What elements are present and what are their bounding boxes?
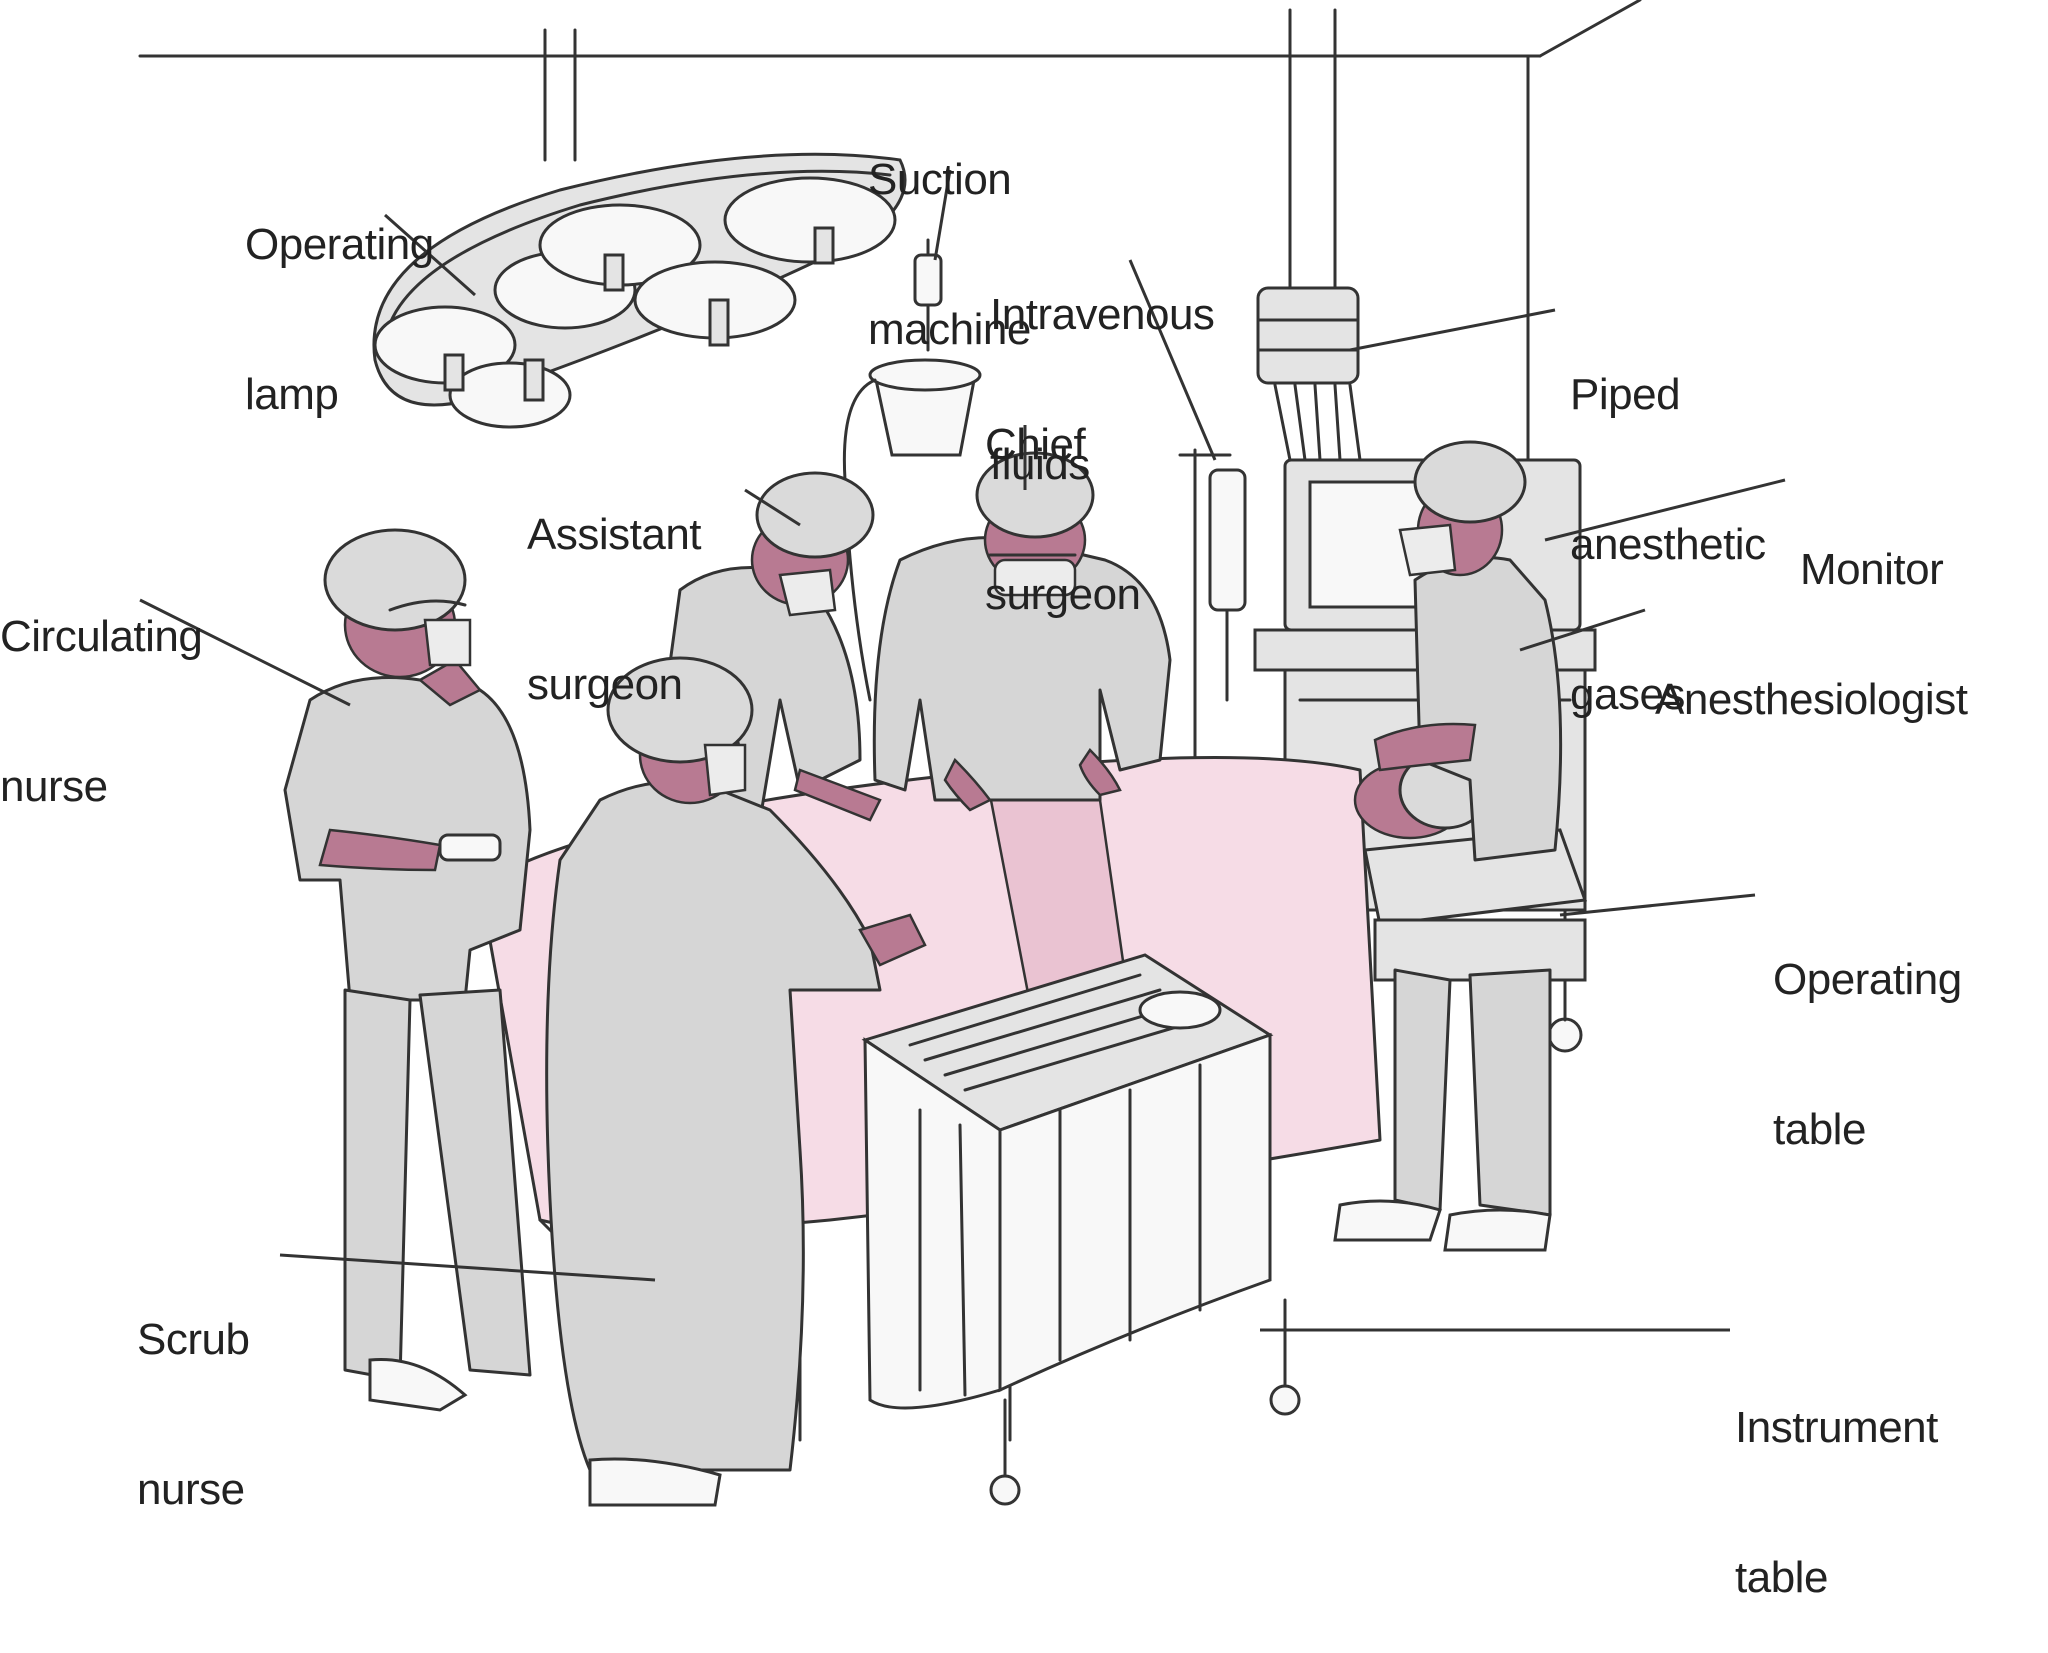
operating-room-illustration: .ln { stroke: #333; stroke-width: 3; fil…	[138, 0, 1786, 1507]
room-frame	[138, 0, 1642, 472]
label-suction-machine: Suction machine	[868, 155, 1031, 354]
anesthesiologist-figure	[1333, 440, 1563, 1252]
label-intravenous-fluids: Intravenous fluids	[990, 290, 1215, 489]
instrument-table	[861, 953, 1301, 1506]
label-assistant-surgeon: Assistant surgeon	[527, 510, 702, 709]
chief-surgeon-figure	[872, 451, 1172, 812]
iv-stand	[1178, 448, 1247, 782]
suction-machine	[842, 238, 982, 702]
label-scrub-nurse: Scrub nurse	[137, 1315, 250, 1514]
leader-lines	[139, 169, 1786, 1332]
label-anesthesiologist: Anesthesiologist	[1655, 675, 1968, 724]
label-monitor: Monitor	[1800, 545, 1944, 594]
label-operating-table: Operating table	[1773, 955, 1962, 1154]
scrub-nurse-figure	[545, 656, 927, 1507]
piped-gases-unit	[1256, 286, 1362, 462]
circulating-nurse-figure	[283, 528, 532, 1412]
label-operating-lamp: Operating lamp	[245, 220, 434, 419]
label-chief-surgeon: Chief surgeon	[985, 420, 1141, 619]
label-piped-gases: Piped anesthetic gases	[1570, 370, 1766, 719]
operating-lamp	[372, 152, 907, 429]
label-instrument-table: Instrument table	[1735, 1403, 1938, 1602]
label-circulating-nurse: Circulating nurse	[0, 612, 203, 811]
